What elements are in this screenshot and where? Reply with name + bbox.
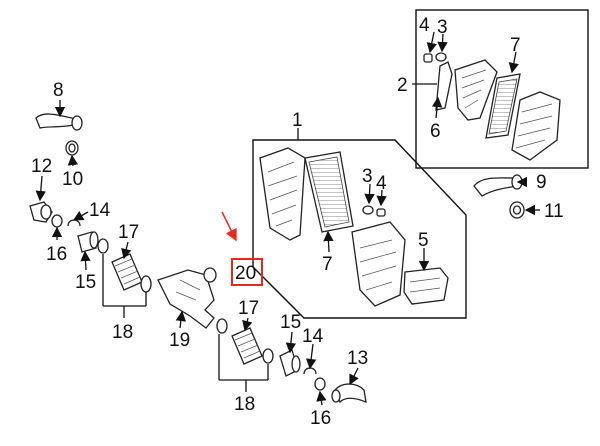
part-14-clip-right	[303, 367, 317, 375]
part-clamp-right	[262, 348, 274, 364]
part-17-bellows-right	[231, 327, 263, 365]
airbox-grommet-3	[362, 205, 374, 215]
callout-15-right: 15	[280, 312, 301, 333]
airbox-filter-element	[304, 151, 354, 233]
leader-lines	[35, 31, 540, 406]
airbox-frame	[252, 139, 467, 319]
part-11-cap	[509, 201, 525, 219]
callout-7-inset: 7	[510, 35, 521, 56]
part-clamp-left-1	[97, 238, 109, 254]
part-9-hose	[473, 174, 523, 197]
part-13-hose	[331, 383, 367, 404]
callout-5: 5	[418, 230, 429, 251]
callout-6: 6	[430, 121, 441, 142]
callout-12: 12	[31, 156, 52, 177]
part-16-ring-left	[51, 214, 63, 228]
airbox-upper-housing	[259, 147, 306, 241]
callout-17-left: 17	[118, 222, 139, 243]
callout-18-left: 18	[112, 322, 133, 343]
part-8-hose	[35, 113, 83, 131]
callout-2: 2	[397, 75, 408, 96]
airbox-lower-housing	[351, 221, 406, 307]
inset-grommet-3	[435, 52, 447, 62]
part-15-coupler-left	[77, 231, 99, 253]
part-clamp-mid	[216, 318, 228, 334]
part-20-seal	[203, 267, 217, 283]
part-clamp-left-2	[140, 275, 152, 293]
callout-10: 10	[62, 169, 83, 190]
part-17-bellows-left	[111, 253, 143, 291]
callout-20: 20	[235, 263, 256, 284]
callout-4-inset: 4	[419, 15, 430, 36]
part-14-clip-left	[67, 219, 81, 227]
highlight-box	[231, 258, 263, 286]
callout-9: 9	[536, 172, 547, 193]
callout-1: 1	[292, 110, 303, 131]
callout-15-left: 15	[75, 272, 96, 293]
part-12-sensor-housing	[29, 201, 53, 223]
callout-8: 8	[53, 80, 64, 101]
part-19-y-pipe	[157, 269, 215, 329]
inset-lower-housing	[511, 91, 561, 161]
callout-13: 13	[347, 348, 368, 369]
callout-19: 19	[169, 330, 190, 351]
inset-housing-cover	[454, 59, 498, 121]
part-10-cap	[65, 140, 79, 156]
highlight-arrow	[221, 211, 237, 242]
callout-16-right: 16	[310, 408, 331, 429]
callout-14-left: 14	[89, 200, 111, 221]
callout-labels: 4 3 7 2 6 1 3 4 7 5 9 11 8 10 12 14 16 1…	[31, 15, 564, 429]
part-16-ring-right	[314, 377, 326, 391]
callout-17-right: 17	[238, 298, 259, 319]
callout-14-right: 14	[302, 326, 324, 347]
inset-bracket	[435, 61, 453, 111]
callout-18-right: 18	[234, 394, 255, 415]
inset-filter-element	[485, 73, 521, 139]
callout-3-inset: 3	[437, 17, 448, 38]
inset-frame	[415, 9, 589, 169]
part-15-coupler-right	[279, 349, 301, 377]
callout-4-airbox: 4	[376, 173, 387, 194]
airbox-cover-5	[403, 267, 449, 305]
callout-3-airbox: 3	[362, 166, 373, 187]
inset-fastener-4	[423, 53, 433, 63]
callout-7-airbox: 7	[322, 254, 333, 275]
callout-11: 11	[544, 201, 564, 222]
callout-16-left: 16	[46, 244, 67, 265]
airbox-fastener-4	[376, 208, 386, 217]
